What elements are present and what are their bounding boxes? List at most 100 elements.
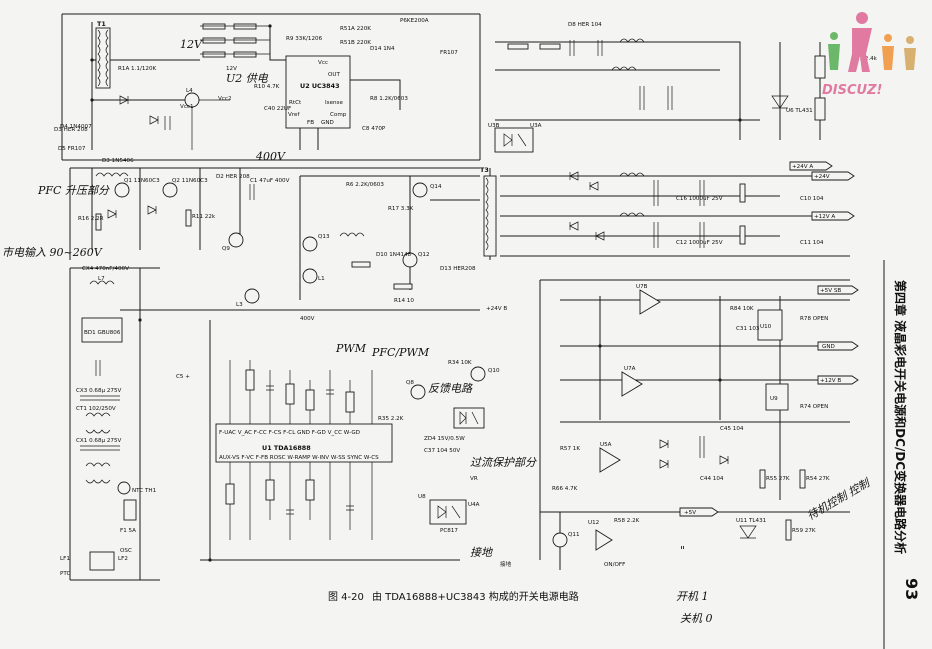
net-5v: +5V — [684, 510, 696, 516]
note-on: 开机 1 — [676, 590, 709, 603]
u1-pins-bottom: AUX-VS F-VC F-FB ROSC W-RAMP W-INV W-SS … — [219, 455, 379, 461]
logo-text: DISCUZ! — [822, 83, 883, 98]
v12out-net: 12V — [226, 66, 237, 72]
cx4-label: CX4 470nF/400V — [82, 266, 129, 272]
u4-label: U4A — [468, 502, 480, 508]
transistor-q4 — [228, 232, 244, 248]
opamp-u5 — [599, 447, 621, 473]
standby-output: D8 HER 104 — [495, 22, 760, 140]
caption-figure-no: 图 4-20 — [328, 591, 364, 603]
d13-label: D13 HER208 — [440, 266, 476, 272]
q11-label: Q14 — [430, 184, 442, 190]
d14-label: D14 1N4 — [370, 46, 395, 52]
d8-label: D8 HER 104 — [568, 22, 602, 28]
rail-tag-5vsb: +5V SB — [817, 285, 859, 295]
note-pfc: PFC 升压部分 — [37, 184, 110, 197]
opamp-u12 — [595, 529, 613, 551]
r59-label: R59 27K — [792, 528, 816, 534]
transistor-q10 — [302, 236, 318, 252]
rail-tag-12va: +12V A — [811, 211, 855, 221]
c45-label: C45 104 — [720, 426, 744, 432]
figure-caption: 图 4-20 由 TDA16888+UC3843 构成的开关电源电路 — [328, 590, 579, 603]
t3-label: T3 — [480, 166, 489, 174]
ntc-label: NTC TH1 — [132, 488, 157, 494]
r84-label: R84 10K — [730, 306, 754, 312]
rail-tag-24va: +24V A — [789, 161, 833, 171]
gnd-label-bottom: 接地 — [500, 560, 512, 568]
r35-label: R35 2.2K — [378, 416, 404, 422]
main-output-section: T3 C16 1000uF 25V C12 1000uF 25V C10 104… — [480, 161, 855, 260]
ptc-net: PTC — [60, 571, 70, 577]
u2-pin-comp: Comp — [330, 112, 347, 118]
side-title-strip: 第四章 液晶彩电开关电源和DC/DC变换器电路分析 93 — [883, 260, 921, 649]
note-quote: " — [680, 544, 685, 557]
u10-label: U10 — [760, 324, 772, 330]
side-title: 第四章 液晶彩电开关电源和DC/DC变换器电路分析 — [893, 280, 908, 554]
ct-label: CT1 102/250V — [76, 406, 116, 412]
c8-label: C8 470P — [362, 126, 386, 132]
vcc1-net: Vcc1 — [180, 104, 194, 110]
c5-net: C5 + — [176, 374, 190, 380]
r78-label: R78 OPEN — [800, 316, 828, 322]
r10-label: R10 4.7K — [254, 84, 280, 90]
note-400v: 400V — [255, 150, 286, 163]
q12-label: L1 — [318, 276, 325, 282]
note-12v: 12V — [180, 38, 203, 51]
discuz-logo: DISCUZ! — [822, 12, 916, 98]
c31-label: C31 103 — [736, 326, 760, 332]
d10-label: D3 1N5406 — [102, 158, 134, 164]
tda16888-section: U1 TDA16888 F-UAC V_AC F-CC F-CS F-CL GN… — [120, 232, 500, 561]
rail-tag-24v: +24V — [811, 171, 855, 181]
u7b-label: U7B — [636, 284, 648, 290]
main-converter-section: Q14 Q13 L1 Q12 R6 2.2K/0603 R17 3.3K R14… — [299, 175, 480, 304]
q4-label: Q9 — [222, 246, 230, 252]
d10-main: D10 1N4148 — [376, 252, 412, 258]
u2-pin-gnd: GND — [321, 120, 334, 126]
ntc-thermistor — [117, 481, 131, 495]
vcc2-net: Vcc2 — [218, 96, 232, 102]
q1-label: Q1 11N60C3 — [124, 178, 160, 184]
r54-label: R54 27K — [806, 476, 830, 482]
u1-name: U1 TDA16888 — [262, 444, 311, 452]
vr-net: VR — [470, 476, 478, 482]
dhr-pfc: D2 HER 208 — [216, 174, 250, 180]
transistor-q11 — [412, 182, 428, 198]
u2-pin-out: OUT — [328, 72, 340, 78]
transistor-q8 — [552, 532, 568, 548]
r16-label: R16 2.2R — [78, 216, 104, 222]
transistor-q2 — [162, 182, 178, 198]
u5-label: U5A — [600, 442, 612, 448]
r51b-label: R51B 220K — [340, 40, 371, 46]
u2-pin-fb: FB — [307, 120, 314, 126]
u12-label: U12 — [588, 520, 599, 526]
transistor-q3 — [410, 384, 426, 400]
ac-input-filter: BD1 GBU806 L7 CX4 470nF/400V CX3 0.68μ 2… — [60, 266, 160, 581]
cx3-label: CX3 0.68μ 275V — [76, 388, 122, 394]
c37-label: C37 104 50V — [424, 448, 460, 454]
r17-label: R17 3.3K — [388, 206, 414, 212]
t1-label: T1 — [97, 20, 106, 28]
tl431-ref: R34 10K — [448, 360, 472, 366]
net-24va: +24V A — [792, 164, 813, 170]
u2-pin-vcc: Vcc — [318, 60, 328, 66]
fuse-f1 — [123, 499, 137, 521]
net-gnd: GND — [822, 344, 835, 350]
regulator-u6-tl431: U6 TL431 — [771, 42, 826, 140]
d-in-label: D4 1N4007 — [60, 124, 92, 130]
u9-label: U9 — [770, 396, 778, 402]
note-pfc-pwm: PFC/PWM — [371, 346, 430, 359]
c12-label: C12 1000uF 25V — [676, 240, 723, 246]
r51a-label: R51A 220K — [340, 26, 371, 32]
u2-pin-rtct: RtCt — [289, 100, 302, 106]
r74-label: R74 OPEN — [800, 404, 828, 410]
r6-label: R6 2.2K/0603 — [346, 182, 384, 188]
note-pwm: PWM — [335, 342, 367, 355]
u3-label: U3B — [488, 123, 500, 129]
cy1-label: LF1 — [60, 556, 70, 562]
caption-text: 由 TDA16888+UC3843 构成的开关电源电路 — [372, 590, 579, 603]
u11-label: U11 TL431 — [736, 518, 767, 524]
rail-tag-gnd: GND — [817, 341, 859, 351]
r58-label: R58 2.2K — [614, 518, 640, 524]
